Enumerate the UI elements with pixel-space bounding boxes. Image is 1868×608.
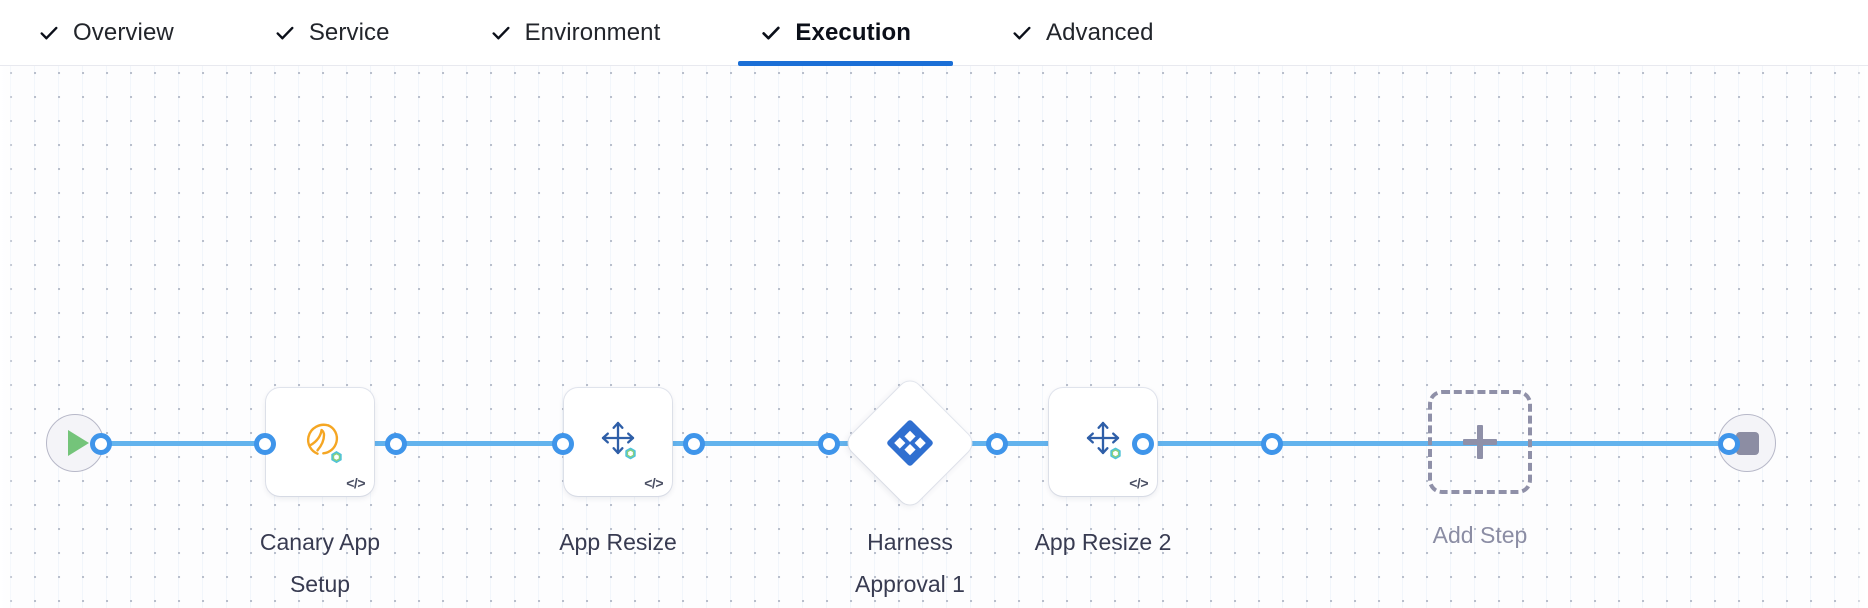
connector-port[interactable] — [818, 433, 840, 455]
tab-label-environment: Environment — [524, 18, 661, 46]
add-step-button[interactable] — [1428, 390, 1532, 494]
connector-port[interactable] — [1718, 433, 1740, 455]
start-node-circle[interactable] — [46, 414, 104, 472]
play-icon — [67, 430, 89, 456]
tab-label-service: Service — [308, 18, 390, 46]
step-node-harness-approval-1[interactable] — [843, 376, 977, 510]
tab-overview[interactable]: Overview — [38, 0, 196, 66]
connector-port[interactable] — [552, 433, 574, 455]
connector-port[interactable] — [90, 433, 112, 455]
connector-port[interactable] — [1132, 433, 1154, 455]
check-icon — [38, 22, 60, 44]
add-step-label: Add Step — [1432, 522, 1528, 548]
resize-arrows-icon — [1075, 414, 1131, 470]
tab-environment[interactable]: Environment — [490, 0, 683, 66]
step-label-app-resize: App Resize — [559, 529, 677, 555]
step-label-canary-app-setup: Canary App Setup — [259, 529, 381, 597]
tab-label-execution: Execution — [795, 18, 911, 46]
plus-icon — [1463, 425, 1497, 459]
tab-execution[interactable]: Execution — [738, 0, 953, 66]
tab-service[interactable]: Service — [274, 0, 412, 66]
connector-port[interactable] — [1261, 433, 1283, 455]
step-node-app-resize[interactable]: </> — [564, 388, 672, 496]
connector-port[interactable] — [385, 433, 407, 455]
connector-port[interactable] — [986, 433, 1008, 455]
tab-label-advanced: Advanced — [1046, 18, 1154, 46]
connector-port[interactable] — [683, 433, 705, 455]
connector-port[interactable] — [254, 433, 276, 455]
step-label-harness-approval-1: Harness Approval 1 — [855, 529, 965, 597]
start-node[interactable] — [46, 414, 104, 472]
approval-diamond[interactable] — [843, 376, 977, 510]
tanzu-app-icon — [292, 414, 348, 470]
check-icon — [490, 22, 512, 44]
step-node-canary-app-setup[interactable]: </> — [266, 388, 374, 496]
code-badge-icon: </> — [1129, 475, 1148, 491]
code-badge-icon: </> — [644, 475, 663, 491]
pipeline-canvas[interactable]: </> Canary App Setup </> App Resize — [0, 66, 1868, 608]
add-step-node[interactable] — [1428, 390, 1532, 494]
step-card[interactable]: </> — [266, 388, 374, 496]
code-badge-icon: </> — [346, 475, 365, 491]
stop-icon — [1735, 431, 1759, 455]
resize-arrows-icon — [590, 414, 646, 470]
stage-config-tabs: Overview Service Environment Execution A… — [0, 0, 1868, 66]
check-icon — [274, 22, 296, 44]
step-label-app-resize-2: App Resize 2 — [1034, 529, 1172, 555]
tab-label-overview: Overview — [73, 18, 174, 46]
check-icon — [760, 22, 782, 44]
check-icon — [1011, 22, 1033, 44]
tab-advanced[interactable]: Advanced — [1011, 0, 1176, 66]
step-card[interactable]: </> — [564, 388, 672, 496]
harness-logo-icon — [887, 420, 933, 466]
